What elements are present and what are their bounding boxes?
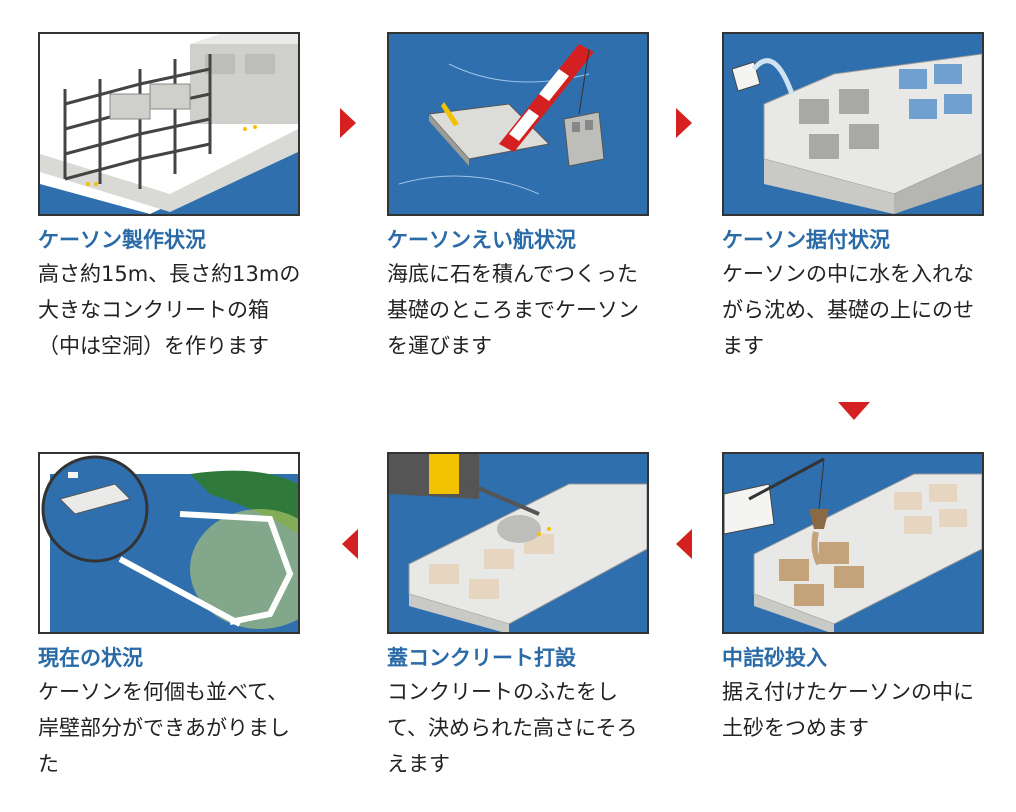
cap-concrete-illustration (387, 452, 649, 634)
step-description: コンクリートのふたをして、決められた高さにそろえます (387, 680, 638, 776)
step-description: 据え付けたケーソンの中に土砂をつめます (722, 680, 974, 740)
step-title: 蓋コンクリート打設 (387, 646, 576, 670)
step-caisson-towing: ケーソンえい航状況 海底に石を積んでつくった基礎のところまでケーソンを運びます (387, 32, 657, 364)
caisson-installation-illustration (722, 32, 984, 216)
step-description: 海底に石を積んでつくった基礎のところまでケーソンを運びます (387, 262, 639, 358)
step-description: 高さ約15m、長さ約13mの大きなコンクリートの箱（中は空洞）を作ります (38, 262, 301, 358)
step-title: ケーソン据付状況 (722, 228, 890, 252)
cap-concrete-image (389, 454, 647, 632)
step-title: ケーソン製作状況 (38, 228, 206, 252)
arrow-left-icon (342, 529, 358, 559)
step-caisson-fabrication: ケーソン製作状況 高さ約15m、長さ約13mの大きなコンクリートの箱（中は空洞）… (38, 32, 308, 364)
arrow-left-icon (676, 529, 692, 559)
step-title: 中詰砂投入 (722, 646, 827, 670)
caisson-installation-image (724, 34, 982, 214)
caisson-fabrication-illustration (38, 32, 300, 216)
arrow-down-icon (838, 402, 870, 420)
arrow-right-icon (340, 108, 356, 138)
step-description: ケーソンを何個も並べて、岸壁部分ができあがりました (38, 680, 290, 776)
caisson-towing-image (389, 34, 647, 214)
caisson-fabrication-image (40, 34, 298, 214)
step-caisson-installation: ケーソン据付状況 ケーソンの中に水を入れながら沈め、基礎の上にのせます (722, 32, 992, 364)
sand-filling-illustration (722, 452, 984, 634)
current-status-illustration (38, 452, 300, 634)
step-current-status: 現在の状況 ケーソンを何個も並べて、岸壁部分ができあがりました (38, 452, 308, 782)
step-sand-filling: 中詰砂投入 据え付けたケーソンの中に土砂をつめます (722, 452, 992, 746)
step-title: ケーソンえい航状況 (387, 228, 576, 252)
step-cap-concrete: 蓋コンクリート打設 コンクリートのふたをして、決められた高さにそろえます (387, 452, 657, 782)
step-title: 現在の状況 (38, 646, 143, 670)
caisson-towing-illustration (387, 32, 649, 216)
step-description: ケーソンの中に水を入れながら沈め、基礎の上にのせます (722, 262, 974, 358)
sand-filling-image (724, 454, 982, 632)
current-status-image (40, 454, 298, 632)
arrow-right-icon (676, 108, 692, 138)
